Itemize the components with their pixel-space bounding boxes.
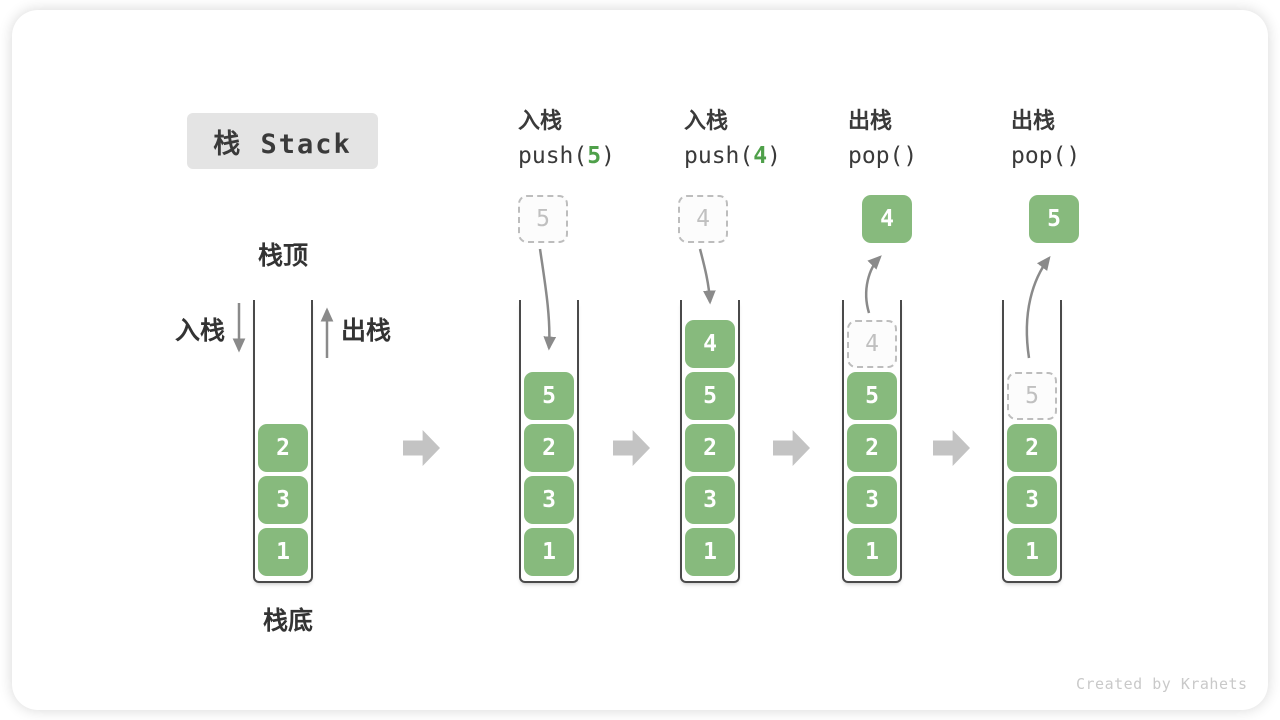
removed-item-ghost: 4 — [847, 320, 897, 368]
stack-item: 1 — [258, 528, 308, 576]
stack-item: 3 — [685, 476, 735, 524]
removed-item-ghost: 5 — [1007, 372, 1057, 420]
stack-item: 3 — [258, 476, 308, 524]
stack-item: 1 — [1007, 528, 1057, 576]
incoming-item-ghost: 4 — [678, 195, 728, 243]
stack-item: 3 — [847, 476, 897, 524]
op-code: push(5) — [518, 143, 693, 169]
stack-item: 1 — [847, 528, 897, 576]
code-prefix: push( — [684, 143, 754, 169]
stack-well-after-pop-4 — [842, 300, 902, 583]
stack-item: 2 — [685, 424, 735, 472]
stack-item: 3 — [524, 476, 574, 524]
code-arg: 5 — [587, 143, 602, 169]
op-code: push(4) — [684, 143, 859, 169]
op-label-push-5: 入栈 push(5) — [518, 108, 693, 170]
stack-top-label: 栈顶 — [257, 242, 308, 270]
stack-item: 2 — [258, 424, 308, 472]
op-label-pop-1: 出栈 pop() — [848, 108, 1023, 170]
stack-well-after-push-4 — [680, 300, 740, 583]
push-side-label: 入栈 — [174, 317, 225, 345]
op-name: 出栈 — [848, 108, 893, 133]
code-prefix: pop( — [1011, 143, 1067, 169]
op-name: 入栈 — [518, 108, 563, 133]
code-suffix: ) — [903, 143, 918, 169]
stack-item: 1 — [524, 528, 574, 576]
stack-item: 5 — [847, 372, 897, 420]
op-label-push-4: 入栈 push(4) — [684, 108, 859, 170]
stack-item: 2 — [847, 424, 897, 472]
stack-item: 5 — [685, 372, 735, 420]
stack-item: 1 — [685, 528, 735, 576]
popped-item: 5 — [1029, 195, 1079, 243]
credit-text: Created by Krahets — [1076, 675, 1248, 693]
code-suffix: ) — [601, 143, 615, 169]
stack-item: 2 — [524, 424, 574, 472]
stack-item: 5 — [524, 372, 574, 420]
code-prefix: push( — [518, 143, 588, 169]
op-code: pop() — [848, 143, 1023, 169]
code-suffix: ) — [767, 143, 781, 169]
diagram-title: 栈 Stack — [187, 113, 378, 169]
stack-item: 3 — [1007, 476, 1057, 524]
op-name: 出栈 — [1011, 108, 1056, 133]
incoming-item-ghost: 5 — [518, 195, 568, 243]
code-arg: 4 — [753, 143, 768, 169]
stack-well-after-pop-5 — [1002, 300, 1062, 583]
op-code: pop() — [1011, 143, 1186, 169]
op-name: 入栈 — [684, 108, 729, 133]
op-label-pop-2: 出栈 pop() — [1011, 108, 1186, 170]
code-suffix: ) — [1066, 143, 1081, 169]
stack-bottom-label: 栈底 — [262, 607, 313, 635]
stack-well-initial — [253, 300, 313, 583]
stack-item: 4 — [685, 320, 735, 368]
code-prefix: pop( — [848, 143, 904, 169]
popped-item: 4 — [862, 195, 912, 243]
stack-well-after-push-5 — [519, 300, 579, 583]
stack-item: 2 — [1007, 424, 1057, 472]
pop-side-label: 出栈 — [341, 317, 392, 345]
